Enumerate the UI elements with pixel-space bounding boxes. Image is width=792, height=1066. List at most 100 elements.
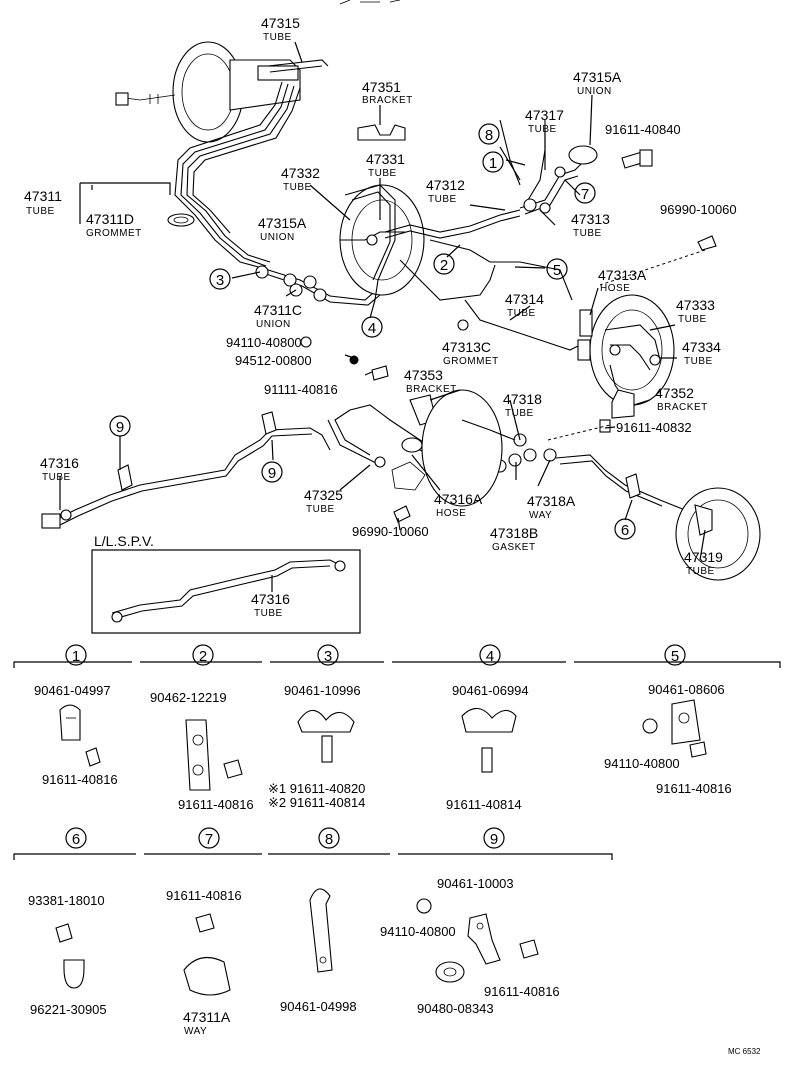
- label-47311-number: 47311: [24, 188, 62, 204]
- label-47313a-name: HOSE: [600, 283, 630, 294]
- detail-7-part-2: WAY: [184, 1026, 207, 1037]
- lspv-title: L/L.S.P.V.: [94, 533, 154, 549]
- detail-9-part-1: 94110-40800: [380, 924, 456, 939]
- detail-3-part-0: 90461-10996: [284, 683, 361, 698]
- callout-5-main: 5: [546, 258, 568, 280]
- svg-text:9: 9: [268, 465, 276, 482]
- detail-6-callout: 6: [72, 831, 80, 848]
- detail-panel-8: 8 90461-04998: [280, 827, 357, 1014]
- tube-bundle-front: [174, 59, 387, 306]
- label-47311d-name: GROMMET: [86, 228, 142, 239]
- label-47331-name: TUBE: [368, 168, 397, 179]
- callout-4-main: 4: [361, 316, 383, 338]
- detail-7-callout: 7: [205, 831, 213, 848]
- detail-9-part-0: 90461-10003: [437, 876, 514, 891]
- label-47316-name: TUBE: [42, 472, 71, 483]
- detail-2-callout: 2: [199, 648, 207, 665]
- callout-9-main-b: 9: [261, 461, 283, 483]
- callout-1-main: 1: [482, 151, 504, 173]
- detail-5-part-1: 94110-40800: [604, 756, 680, 771]
- label-47332-number: 47332: [281, 165, 320, 181]
- label-47313a-number: 47313A: [598, 267, 647, 283]
- bolt-91611-40832: [599, 419, 611, 433]
- detail-panel-4: 4 90461-06994 91611-40814: [446, 644, 529, 812]
- label-94512-00800: 94512-00800: [235, 353, 312, 368]
- label-47313c-name: GROMMET: [443, 356, 499, 367]
- label-47325-name: TUBE: [306, 504, 335, 515]
- label-47352-name: BRACKET: [657, 402, 708, 413]
- tube-47314: [399, 239, 581, 351]
- label-47316-number: 47316: [40, 455, 79, 471]
- label-47318-name: TUBE: [505, 408, 534, 419]
- label-47318-number: 47318: [503, 391, 542, 407]
- label-91611-40832: 91611-40832: [616, 420, 692, 435]
- leader-lines: [59, 41, 706, 561]
- lspv-part-name: TUBE: [254, 608, 283, 619]
- detail-panel-5: 5 90461-08606 94110-40800 91611-40816: [604, 644, 732, 796]
- svg-text:1: 1: [489, 155, 497, 172]
- label-47334-name: TUBE: [684, 356, 713, 367]
- detail-5-part-0: 90461-08606: [648, 682, 725, 697]
- label-47353-number: 47353: [404, 367, 443, 383]
- detail-1-part-1: 91611-40816: [42, 772, 118, 787]
- leader-dashed-2: [547, 424, 611, 441]
- label-47312-number: 47312: [426, 177, 465, 193]
- label-47319-name: TUBE: [686, 566, 715, 577]
- rear-brake-left: [421, 389, 516, 507]
- tube-47325: [327, 409, 386, 468]
- detail-9-part-2: 91611-40816: [484, 984, 560, 999]
- svg-text:5: 5: [553, 262, 561, 279]
- detail-panel-3: 3 90461-10996 ※1 91611-40820 ※2 91611-40…: [268, 644, 365, 810]
- callout-7-main: 7: [574, 182, 596, 204]
- label-91611-40840: 91611-40840: [605, 122, 681, 137]
- label-47319-number: 47319: [684, 549, 723, 565]
- nut-94110-40800: [300, 336, 312, 348]
- callout-3-main: 3: [209, 268, 231, 290]
- label-94110-40800: 94110-40800: [226, 335, 302, 350]
- detail-panel-1: 1 90461-04997 91611-40816: [34, 644, 118, 787]
- label-91111-40816: 91111-40816: [264, 382, 338, 397]
- label-47333-name: TUBE: [678, 314, 707, 325]
- detail-9-part-3: 90480-08343: [417, 1001, 494, 1016]
- svg-text:3: 3: [216, 272, 224, 289]
- label-47315a-mid-name: UNION: [260, 232, 295, 243]
- label-47315a-top-number: 47315A: [573, 69, 622, 85]
- callout-9-main-a: 9: [109, 415, 131, 437]
- rear-hose-assembly: [349, 394, 557, 491]
- label-47317-name: TUBE: [528, 124, 557, 135]
- header-fragment: [339, 0, 401, 5]
- detail-6-part-0: 93381-18010: [28, 893, 105, 908]
- callout-2-main: 2: [433, 253, 455, 275]
- svg-text:7: 7: [581, 186, 589, 203]
- detail-row-1-rules: [13, 661, 781, 668]
- label-47353-name: BRACKET: [406, 384, 457, 395]
- detail-4-part-0: 90461-06994: [452, 683, 529, 698]
- main-labels: 47315 TUBE 47351 BRACKET 47315A UNION 47…: [24, 15, 737, 577]
- label-47333-number: 47333: [676, 297, 715, 313]
- svg-text:8: 8: [485, 127, 493, 144]
- grommet-47311d: [167, 213, 195, 227]
- grommet-47313c: [457, 319, 469, 331]
- brake-booster: [115, 41, 301, 143]
- detail-panel-7: 7 91611-40816 47311A WAY: [166, 827, 242, 1037]
- label-47313c-number: 47313C: [442, 339, 491, 355]
- detail-panel-9: 9 90461-10003 94110-40800 91611-40816 90…: [380, 827, 560, 1016]
- label-47318a-number: 47318A: [527, 493, 576, 509]
- lspv-part-number: 47316: [251, 591, 290, 607]
- svg-text:4: 4: [368, 320, 376, 337]
- main-callouts: 1 2 3 4 5 7 8 9 9 6: [109, 123, 636, 540]
- label-47314-name: TUBE: [507, 308, 536, 319]
- label-47311c-number: 47311C: [254, 302, 302, 318]
- detail-3-part-1: ※1 91611-40820: [268, 781, 365, 796]
- detail-panel-2: 2 90462-12219 91611-40816: [150, 644, 254, 812]
- tubes-right-cluster: [499, 119, 598, 215]
- detail-2-part-0: 90462-12219: [150, 690, 227, 705]
- svg-text:9: 9: [116, 419, 124, 436]
- label-47311-name: TUBE: [26, 206, 55, 217]
- label-96990-10060-top: 96990-10060: [660, 202, 737, 217]
- label-47318a-name: WAY: [529, 510, 552, 521]
- detail-9-callout: 9: [490, 831, 498, 848]
- svg-text:2: 2: [440, 257, 448, 274]
- tube-47316: [41, 411, 331, 529]
